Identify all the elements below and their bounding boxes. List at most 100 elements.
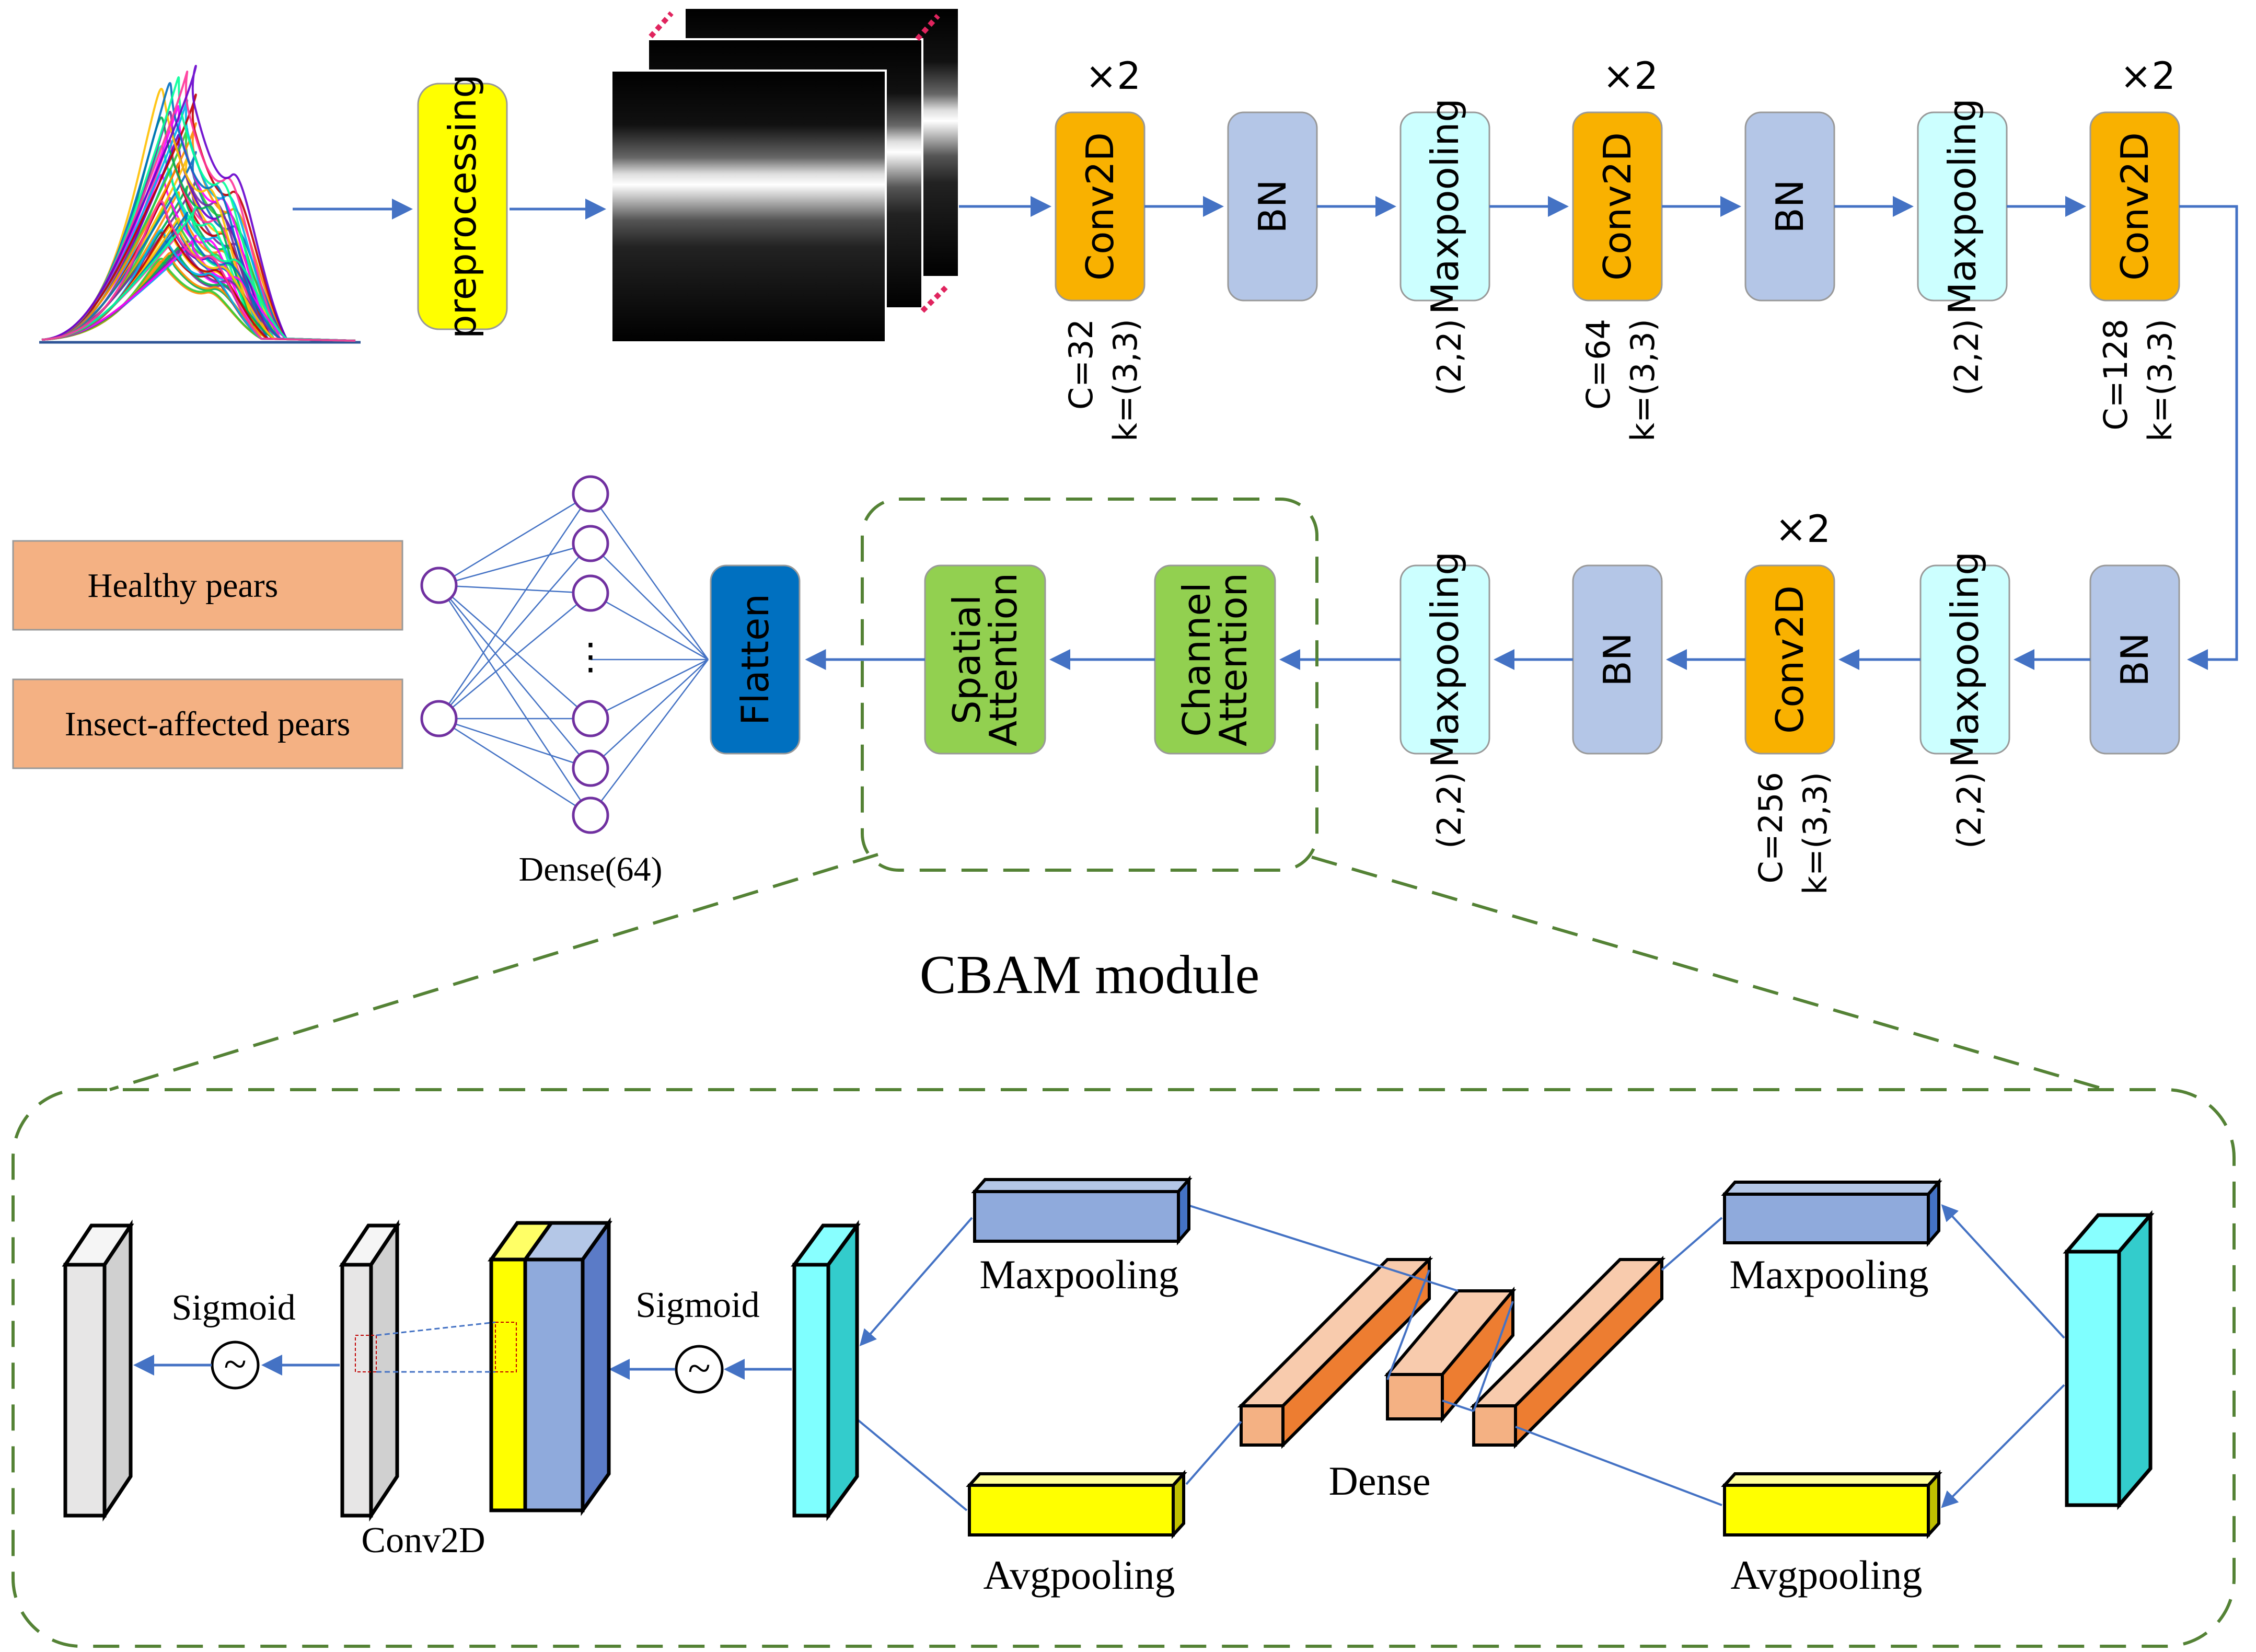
dense-hidden-node — [572, 525, 609, 562]
cbam-right-maxpool-bar — [1721, 1177, 1942, 1247]
dense-ellipsis: ⋮ — [572, 637, 609, 677]
cbam-sigmoid-right-label: Sigmoid — [635, 1285, 759, 1325]
cbam-detail-box — [11, 1088, 2236, 1648]
spectral-curves-icon — [39, 65, 361, 344]
conv4-label: Conv2D — [1768, 585, 1812, 734]
output-healthy-label: Healthy pears — [88, 567, 279, 605]
output-insect-affected: Insect-affected pears — [12, 678, 403, 769]
bn4-block: BN — [1572, 564, 1663, 755]
dense-hidden-node — [572, 700, 609, 737]
conv3-repeat: ×2 — [2120, 54, 2176, 98]
cbam-mlp-connections — [1185, 1204, 1723, 1506]
conv1-label: Conv2D — [1078, 132, 1122, 281]
conv2-repeat: ×2 — [1603, 54, 1658, 98]
cbam-highlight-box — [861, 498, 1318, 872]
cbam-dense-label: Dense — [1329, 1458, 1431, 1504]
cbam-spatial-conv-output — [339, 1219, 401, 1522]
arrow-input-to-maxpool — [1941, 1204, 2065, 1339]
sigmoid-right-symbol: ~ — [688, 1346, 710, 1392]
cbam-spatial-pooled-maps — [488, 1217, 612, 1516]
pool4-block: Maxpooling (2,2) — [1399, 551, 1490, 849]
pool4-annotation-pool: (2,2) — [1430, 772, 1468, 849]
flatten-block: Flatten — [710, 564, 801, 755]
conv2-annotation-kernel: k=(3,3) — [1624, 319, 1662, 442]
conv1-repeat: ×2 — [1085, 54, 1141, 98]
bn3-block: BN — [2089, 564, 2180, 755]
output-insect-label: Insect-affected pears — [65, 705, 351, 743]
arrow-conv3-to-bn3 — [2179, 205, 2238, 670]
conv2-annotation-channels: C=64 — [1579, 319, 1617, 410]
dense-hidden-node — [572, 796, 609, 834]
spatial_att-label-line1: Spatial — [945, 595, 989, 724]
conv2-label: Conv2D — [1595, 132, 1639, 281]
cbam-left-maxpool-bar — [971, 1175, 1193, 1246]
cbam-right-avgpool-bar — [1721, 1470, 1942, 1539]
cbam-left-avgpool-bar — [966, 1470, 1187, 1539]
cbam-sigmoid-right: ~ — [675, 1345, 724, 1394]
cbam-conv-label: Conv2D — [361, 1520, 485, 1561]
cbam-avgpool-right-label: Avgpooling — [1731, 1552, 1923, 1598]
conv3-label: Conv2D — [2113, 132, 2157, 281]
grayscale-image-stack — [610, 7, 960, 343]
conv4-repeat: ×2 — [1775, 507, 1831, 551]
conv3-annotation-channels: C=128 — [2097, 319, 2135, 431]
flatten-label: Flatten — [733, 594, 777, 725]
channel_att-label-line1: Channel — [1175, 582, 1219, 737]
pool2-block: Maxpooling (2,2) — [1917, 98, 2008, 396]
cbam-zoom-line-right — [1311, 856, 2107, 1091]
pool3-label: Maxpooling — [1943, 551, 1987, 768]
pool1-label: Maxpooling — [1423, 98, 1467, 315]
dense-hidden-node — [572, 574, 609, 612]
cbam-conv-kernel-lines — [376, 1321, 496, 1373]
pool2-label: Maxpooling — [1940, 98, 1984, 315]
preprocessing-label: preprocessing — [441, 74, 484, 339]
pool2-annotation-pool: (2,2) — [1948, 319, 1986, 396]
sigmoid-left-symbol: ~ — [224, 1342, 246, 1388]
dense-network: ⋮ Dense(64) — [420, 475, 709, 888]
pool1-block: Maxpooling (2,2) — [1399, 98, 1490, 396]
bn1-block: BN — [1227, 111, 1318, 302]
conv4-annotation-kernel: k=(3,3) — [1796, 772, 1834, 895]
dense-input-node — [420, 700, 458, 737]
dense-hidden-node — [572, 475, 609, 513]
conv4-annotation-channels: C=256 — [1752, 772, 1790, 884]
spatial_att-label-line2: Attention — [981, 573, 1025, 746]
arrow-input-to-avgpool — [1941, 1384, 2065, 1508]
bn4-label: BN — [1595, 632, 1639, 686]
cbam-channel-attention-map — [791, 1220, 861, 1521]
channel_att-label-line2: Attention — [1211, 573, 1255, 746]
cbam-avgpool-left-label: Avgpooling — [984, 1552, 1175, 1598]
cbam-input-feature-map — [2063, 1210, 2155, 1510]
conv1-annotation-kernel: k=(3,3) — [1106, 319, 1144, 442]
cbam-title: CBAM module — [920, 944, 1259, 1005]
arrow-maxpool-to-channel-map — [859, 1217, 973, 1347]
bn1-label: BN — [1251, 179, 1294, 233]
bn3-label: BN — [2113, 632, 2157, 686]
cbam-sigmoid-left-label: Sigmoid — [171, 1288, 295, 1328]
cbam-maxpool-right-label: Maxpooling — [1729, 1252, 1928, 1297]
pool4-label: Maxpooling — [1423, 551, 1467, 768]
pool1-annotation-pool: (2,2) — [1430, 319, 1468, 396]
conv1-annotation-channels: C=32 — [1062, 319, 1100, 410]
cbam-maxpool-left-label: Maxpooling — [979, 1252, 1178, 1297]
pool3-block: Maxpooling (2,2) — [1919, 551, 2010, 849]
cbam-sigmoid-left: ~ — [211, 1341, 260, 1390]
bn2-block: BN — [1744, 111, 1835, 302]
pool3-annotation-pool: (2,2) — [1950, 772, 1988, 849]
dense-64-label: Dense(64) — [519, 850, 663, 888]
cbam-spatial-attention-output — [62, 1219, 134, 1522]
preprocessing-block: preprocessing — [417, 74, 508, 339]
cbam-zoom-line-left — [109, 853, 878, 1091]
cbam-dense-mlp — [1237, 1255, 1666, 1449]
output-healthy: Healthy pears — [12, 540, 403, 631]
dense-input-node — [420, 567, 458, 604]
